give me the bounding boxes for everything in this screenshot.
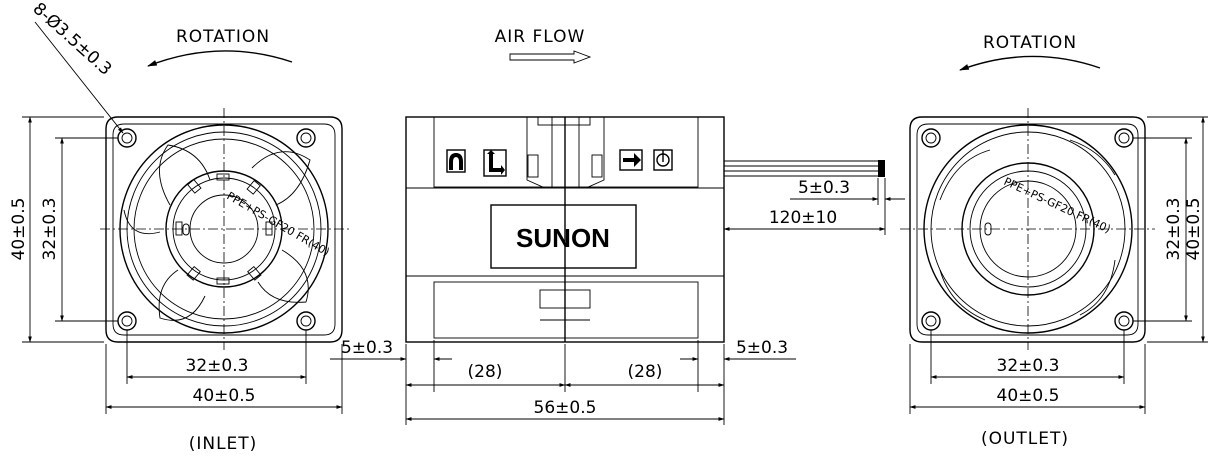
outlet-dim-height-inner: 32±0.3 bbox=[1164, 198, 1184, 261]
brand-label-box bbox=[490, 204, 637, 269]
inlet-caption: (INLET) bbox=[189, 434, 258, 454]
outlet-dim-width-inner: 32±0.3 bbox=[997, 356, 1060, 376]
half-right-dim: (28) bbox=[628, 362, 663, 382]
outlet-caption: (OUTLET) bbox=[981, 429, 1069, 449]
half-left-dim: (28) bbox=[468, 362, 503, 382]
outlet-frame bbox=[909, 116, 1146, 343]
inlet-view: ROTATION PPE+P bbox=[9, 0, 350, 454]
airflow-arrow bbox=[509, 50, 592, 64]
corner-arrow-icon bbox=[483, 149, 507, 177]
inlet-frame bbox=[105, 116, 343, 343]
flange-right-dim: 5±0.3 bbox=[736, 338, 788, 358]
cert-icon-group bbox=[446, 149, 673, 177]
flange-left-dim: 5±0.3 bbox=[341, 338, 393, 358]
side-view: AIR FLOW SUNON bbox=[330, 27, 905, 425]
wire-length-dim: 120±10 bbox=[769, 208, 837, 228]
outlet-rotation-label: ROTATION bbox=[983, 33, 1077, 53]
inlet-hole-spec: 8-Ø3.5±0.3 bbox=[29, 0, 116, 80]
inlet-rotation-label: ROTATION bbox=[176, 27, 270, 47]
outlet-rotation-arrow bbox=[959, 55, 1101, 71]
lead-wires bbox=[724, 160, 885, 177]
outlet-view: ROTATION PPE+PS-GF20 FR(40) 32±0.3 bbox=[900, 33, 1208, 449]
inlet-dim-width-inner: 32±0.3 bbox=[186, 356, 249, 376]
inlet-dim-height-inner: 32±0.3 bbox=[40, 198, 60, 261]
inlet-rotation-arrow bbox=[147, 50, 293, 67]
inlet-dim-height-outer: 40±0.5 bbox=[9, 198, 29, 261]
inlet-dim-width-outer: 40±0.5 bbox=[193, 386, 256, 406]
outlet-dim-width-outer: 40±0.5 bbox=[997, 386, 1060, 406]
brand-name: SUNON bbox=[516, 223, 610, 253]
total-length-dim: 56±0.5 bbox=[534, 398, 597, 418]
recycle-mark-icon bbox=[446, 149, 466, 173]
outlet-dim-height-outer: 40±0.5 bbox=[1184, 198, 1204, 261]
wire-end-dim: 5±0.3 bbox=[798, 178, 850, 198]
arrow-right-icon bbox=[619, 149, 643, 171]
airflow-label: AIR FLOW bbox=[495, 27, 586, 47]
outlet-hub-material: PPE+PS-GF20 FR(40) bbox=[1002, 175, 1113, 236]
